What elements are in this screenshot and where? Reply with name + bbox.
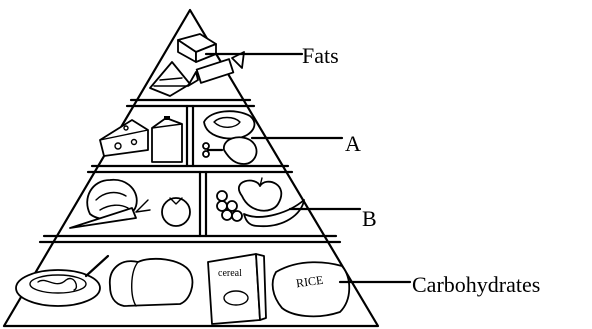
- banana-icon: [243, 199, 305, 227]
- chicken-leg-icon: [202, 136, 258, 165]
- pyramid-outline: [2, 8, 380, 328]
- cereal-box-icon: cereal: [207, 253, 267, 325]
- spaghetti-plate-icon: [15, 254, 110, 307]
- rice-bag-label: RICE: [295, 273, 324, 291]
- steak-icon: [203, 110, 256, 140]
- fats-label: Fats: [302, 43, 339, 68]
- bread-loaf-icon: [109, 257, 194, 307]
- cheese-icon: [99, 119, 149, 157]
- grapes-icon: [216, 190, 243, 222]
- milk-carton-icon: [151, 116, 183, 163]
- tomato-icon: [161, 197, 191, 227]
- carrot-icon: [69, 199, 151, 229]
- cereal-box-label: cereal: [218, 268, 242, 279]
- b-label: B: [362, 206, 377, 231]
- butter-icon: [177, 33, 217, 63]
- rice-bag-icon: RICE: [271, 261, 351, 318]
- carbohydrates-label: Carbohydrates: [412, 272, 541, 297]
- label-leader-lines: [204, 52, 412, 284]
- apple-icon: [238, 177, 282, 212]
- a-label: A: [345, 131, 361, 156]
